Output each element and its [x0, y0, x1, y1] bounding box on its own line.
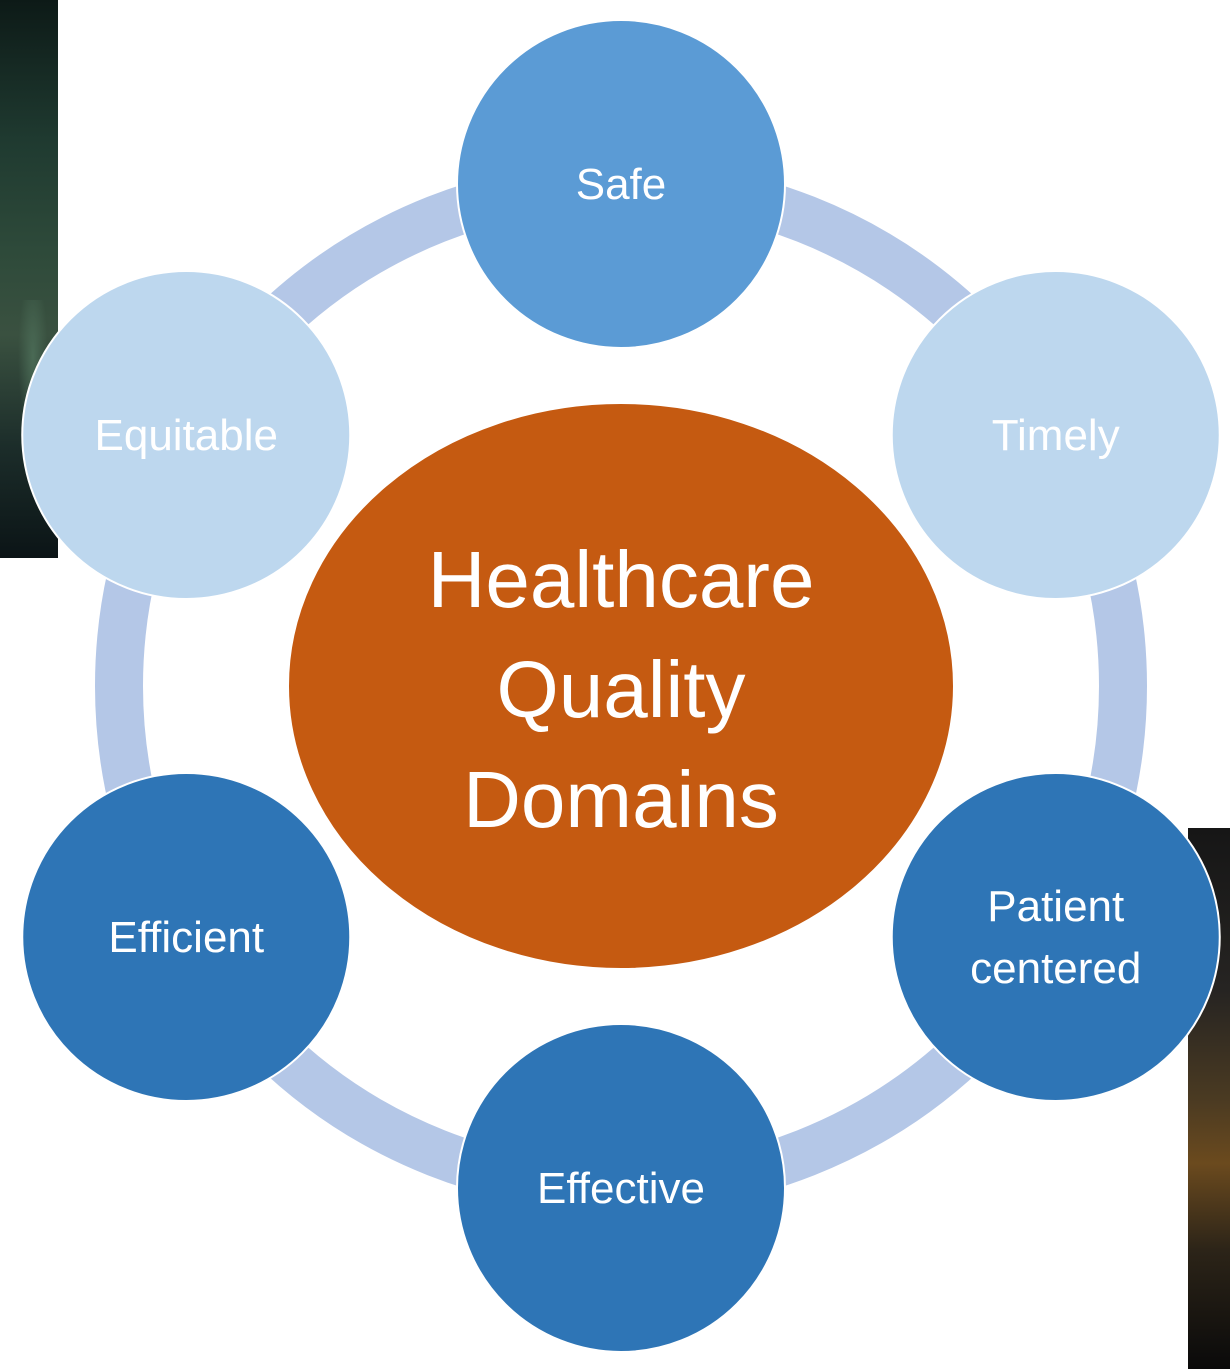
- domain-node-timely: Timely: [890, 270, 1221, 600]
- domain-circle-timely: [890, 270, 1221, 600]
- domain-label-patient-centered-line-2: centered: [970, 944, 1141, 993]
- domain-node-equitable: Equitable: [21, 270, 352, 600]
- domain-label-efficient: Efficient: [108, 913, 264, 962]
- domain-node-safe: Safe: [456, 19, 786, 349]
- domain-node-efficient: Efficient: [21, 772, 352, 1102]
- domain-label-equitable: Equitable: [95, 411, 278, 460]
- domain-label-timely: Timely: [992, 411, 1120, 460]
- center-title-line-3: Domains: [463, 755, 779, 844]
- domain-circle-safe: [456, 19, 786, 349]
- center-title-line-2: Quality: [497, 645, 746, 734]
- center-title-line-1: Healthcare: [428, 535, 815, 624]
- domain-label-effective: Effective: [537, 1164, 705, 1213]
- domain-label-safe: Safe: [576, 160, 667, 209]
- domain-circle-equitable: [21, 270, 352, 600]
- domain-circle-efficient: [21, 772, 352, 1102]
- center-ellipse: [287, 402, 955, 970]
- domain-circle-patient-centered: [890, 772, 1221, 1102]
- domain-circle-effective: [456, 1023, 786, 1353]
- domain-node-patient-centered: Patient centered: [890, 772, 1221, 1102]
- center-node: Healthcare Quality Domains: [287, 402, 955, 970]
- domain-label-patient-centered-line-1: Patient: [987, 882, 1124, 931]
- domain-node-effective: Effective: [456, 1023, 786, 1353]
